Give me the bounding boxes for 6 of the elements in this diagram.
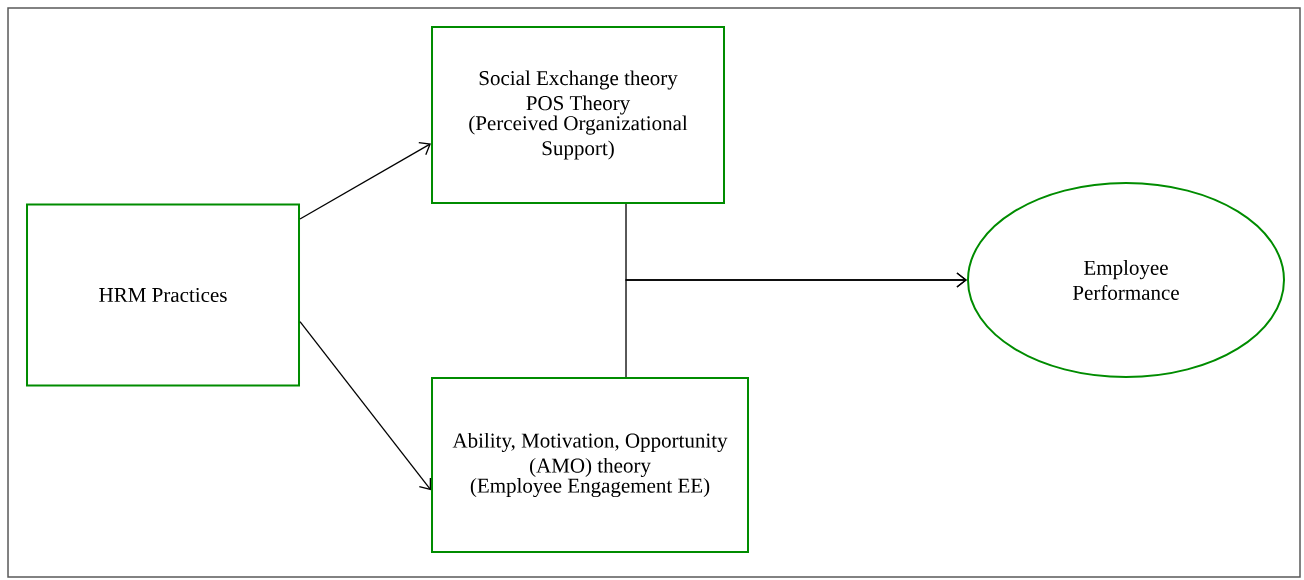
theory-box: Social Exchange theory POS Theory (Perceived Organizational Support)	[431, 26, 725, 204]
theory-box: Ability, Motivation, Opportunity (AMO) theory (Employee Engagement EE)	[431, 377, 749, 553]
arrow	[625, 272, 967, 378]
practice-box: HRM Practices	[26, 203, 300, 387]
arrow	[299, 141, 431, 220]
arrow	[299, 320, 431, 491]
